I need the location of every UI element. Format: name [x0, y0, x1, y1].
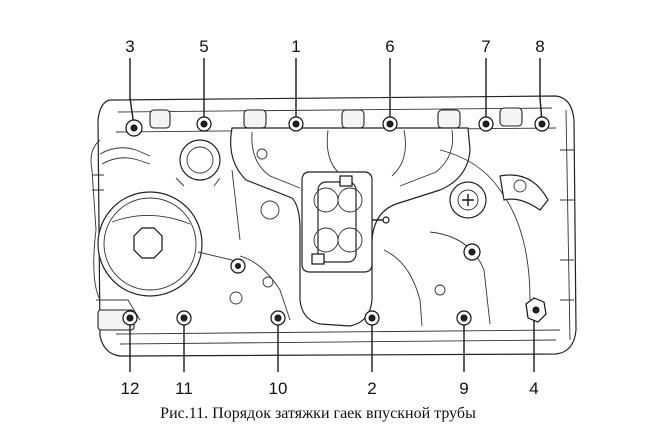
callout-label-10: 10: [269, 379, 288, 398]
callout-label-3: 3: [125, 37, 134, 56]
callout-label-1: 1: [291, 37, 300, 56]
nut-7: [478, 116, 494, 132]
top-leaders: [129, 58, 543, 127]
callout-label-7: 7: [481, 37, 490, 56]
nut-3: [125, 119, 143, 137]
callout-label-8: 8: [535, 37, 544, 56]
engine-drawing: [90, 95, 577, 357]
nut-11: [176, 310, 192, 326]
throttle-flange: [301, 171, 390, 273]
callout-label-12: 12: [121, 379, 140, 398]
cam-pulley: [449, 174, 549, 261]
nut-4: [525, 297, 547, 323]
callout-label-5: 5: [199, 37, 208, 56]
nut-12: [122, 310, 138, 326]
figure-caption: Рис.11. Порядок затяжки гаек впускной тр…: [160, 405, 476, 422]
breather-hose: [99, 139, 221, 187]
callout-label-6: 6: [385, 37, 394, 56]
callout-label-9: 9: [459, 379, 468, 398]
nut-6: [382, 116, 398, 132]
callout-label-11: 11: [175, 379, 193, 398]
top-boss-row: [149, 107, 523, 129]
oil-filter: [97, 191, 246, 297]
callout-label-2: 2: [367, 379, 376, 398]
nut-2: [364, 310, 380, 326]
nut-10: [270, 310, 286, 326]
nut-5: [196, 116, 212, 132]
nut-9: [456, 310, 472, 326]
nut-8: [534, 116, 550, 132]
callout-label-4: 4: [529, 379, 538, 398]
nut-1: [288, 116, 304, 132]
